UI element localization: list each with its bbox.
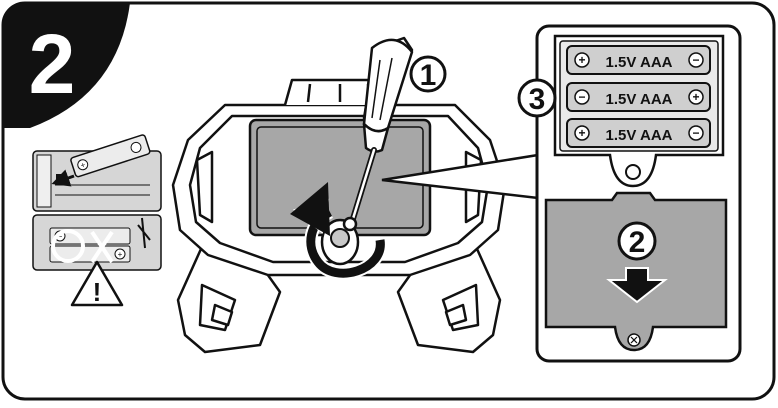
battery-minus-terminal-icon	[688, 52, 704, 68]
prohibited-circle-icon	[51, 229, 85, 263]
handheld-device	[171, 78, 507, 354]
callout-1: 1	[409, 55, 447, 93]
battery-plus-terminal-icon	[574, 52, 590, 68]
battery-2-label: 1.5V AAA	[606, 91, 673, 108]
battery-orientation-inset-correct: +	[32, 134, 162, 212]
battery-plus-terminal-icon	[688, 89, 704, 105]
battery-3: + − 1.5V AAA	[566, 118, 711, 148]
battery-3-label: 1.5V AAA	[606, 127, 673, 144]
battery-2: − + 1.5V AAA	[566, 82, 711, 112]
step-badge: 2	[3, 3, 130, 128]
warning-symbol: !	[93, 277, 102, 307]
battery-1: + − 1.5V AAA	[566, 45, 711, 75]
cover-screw	[330, 228, 350, 248]
svg-text:−: −	[692, 126, 699, 140]
battery-minus-terminal-icon	[688, 125, 704, 141]
battery-orientation-inset-wrong: − +	[32, 214, 162, 271]
svg-text:+: +	[118, 250, 123, 259]
callout-2: 2	[617, 221, 657, 261]
battery-plus-terminal-icon	[574, 125, 590, 141]
svg-text:−: −	[58, 232, 63, 241]
step-number: 2	[29, 17, 76, 111]
battery-1-label: 1.5V AAA	[606, 54, 673, 71]
svg-text:−: −	[692, 53, 699, 67]
battery-minus-terminal-icon	[574, 89, 590, 105]
svg-text:+: +	[692, 90, 699, 104]
screwdriver-icon	[342, 36, 414, 232]
callout-2-number: 2	[629, 226, 646, 259]
callout-3-number: 3	[529, 83, 546, 116]
slide-down-arrow-icon	[606, 267, 668, 304]
svg-text:+: +	[578, 126, 585, 140]
svg-text:+: +	[578, 53, 585, 67]
callout-1-number: 1	[420, 59, 437, 92]
svg-text:+: +	[79, 160, 87, 170]
rotate-counterclockwise-arrow-icon	[290, 182, 387, 280]
callout-3: 3	[517, 78, 557, 118]
svg-text:−: −	[578, 90, 585, 104]
warning-triangle-icon: !	[70, 260, 124, 307]
